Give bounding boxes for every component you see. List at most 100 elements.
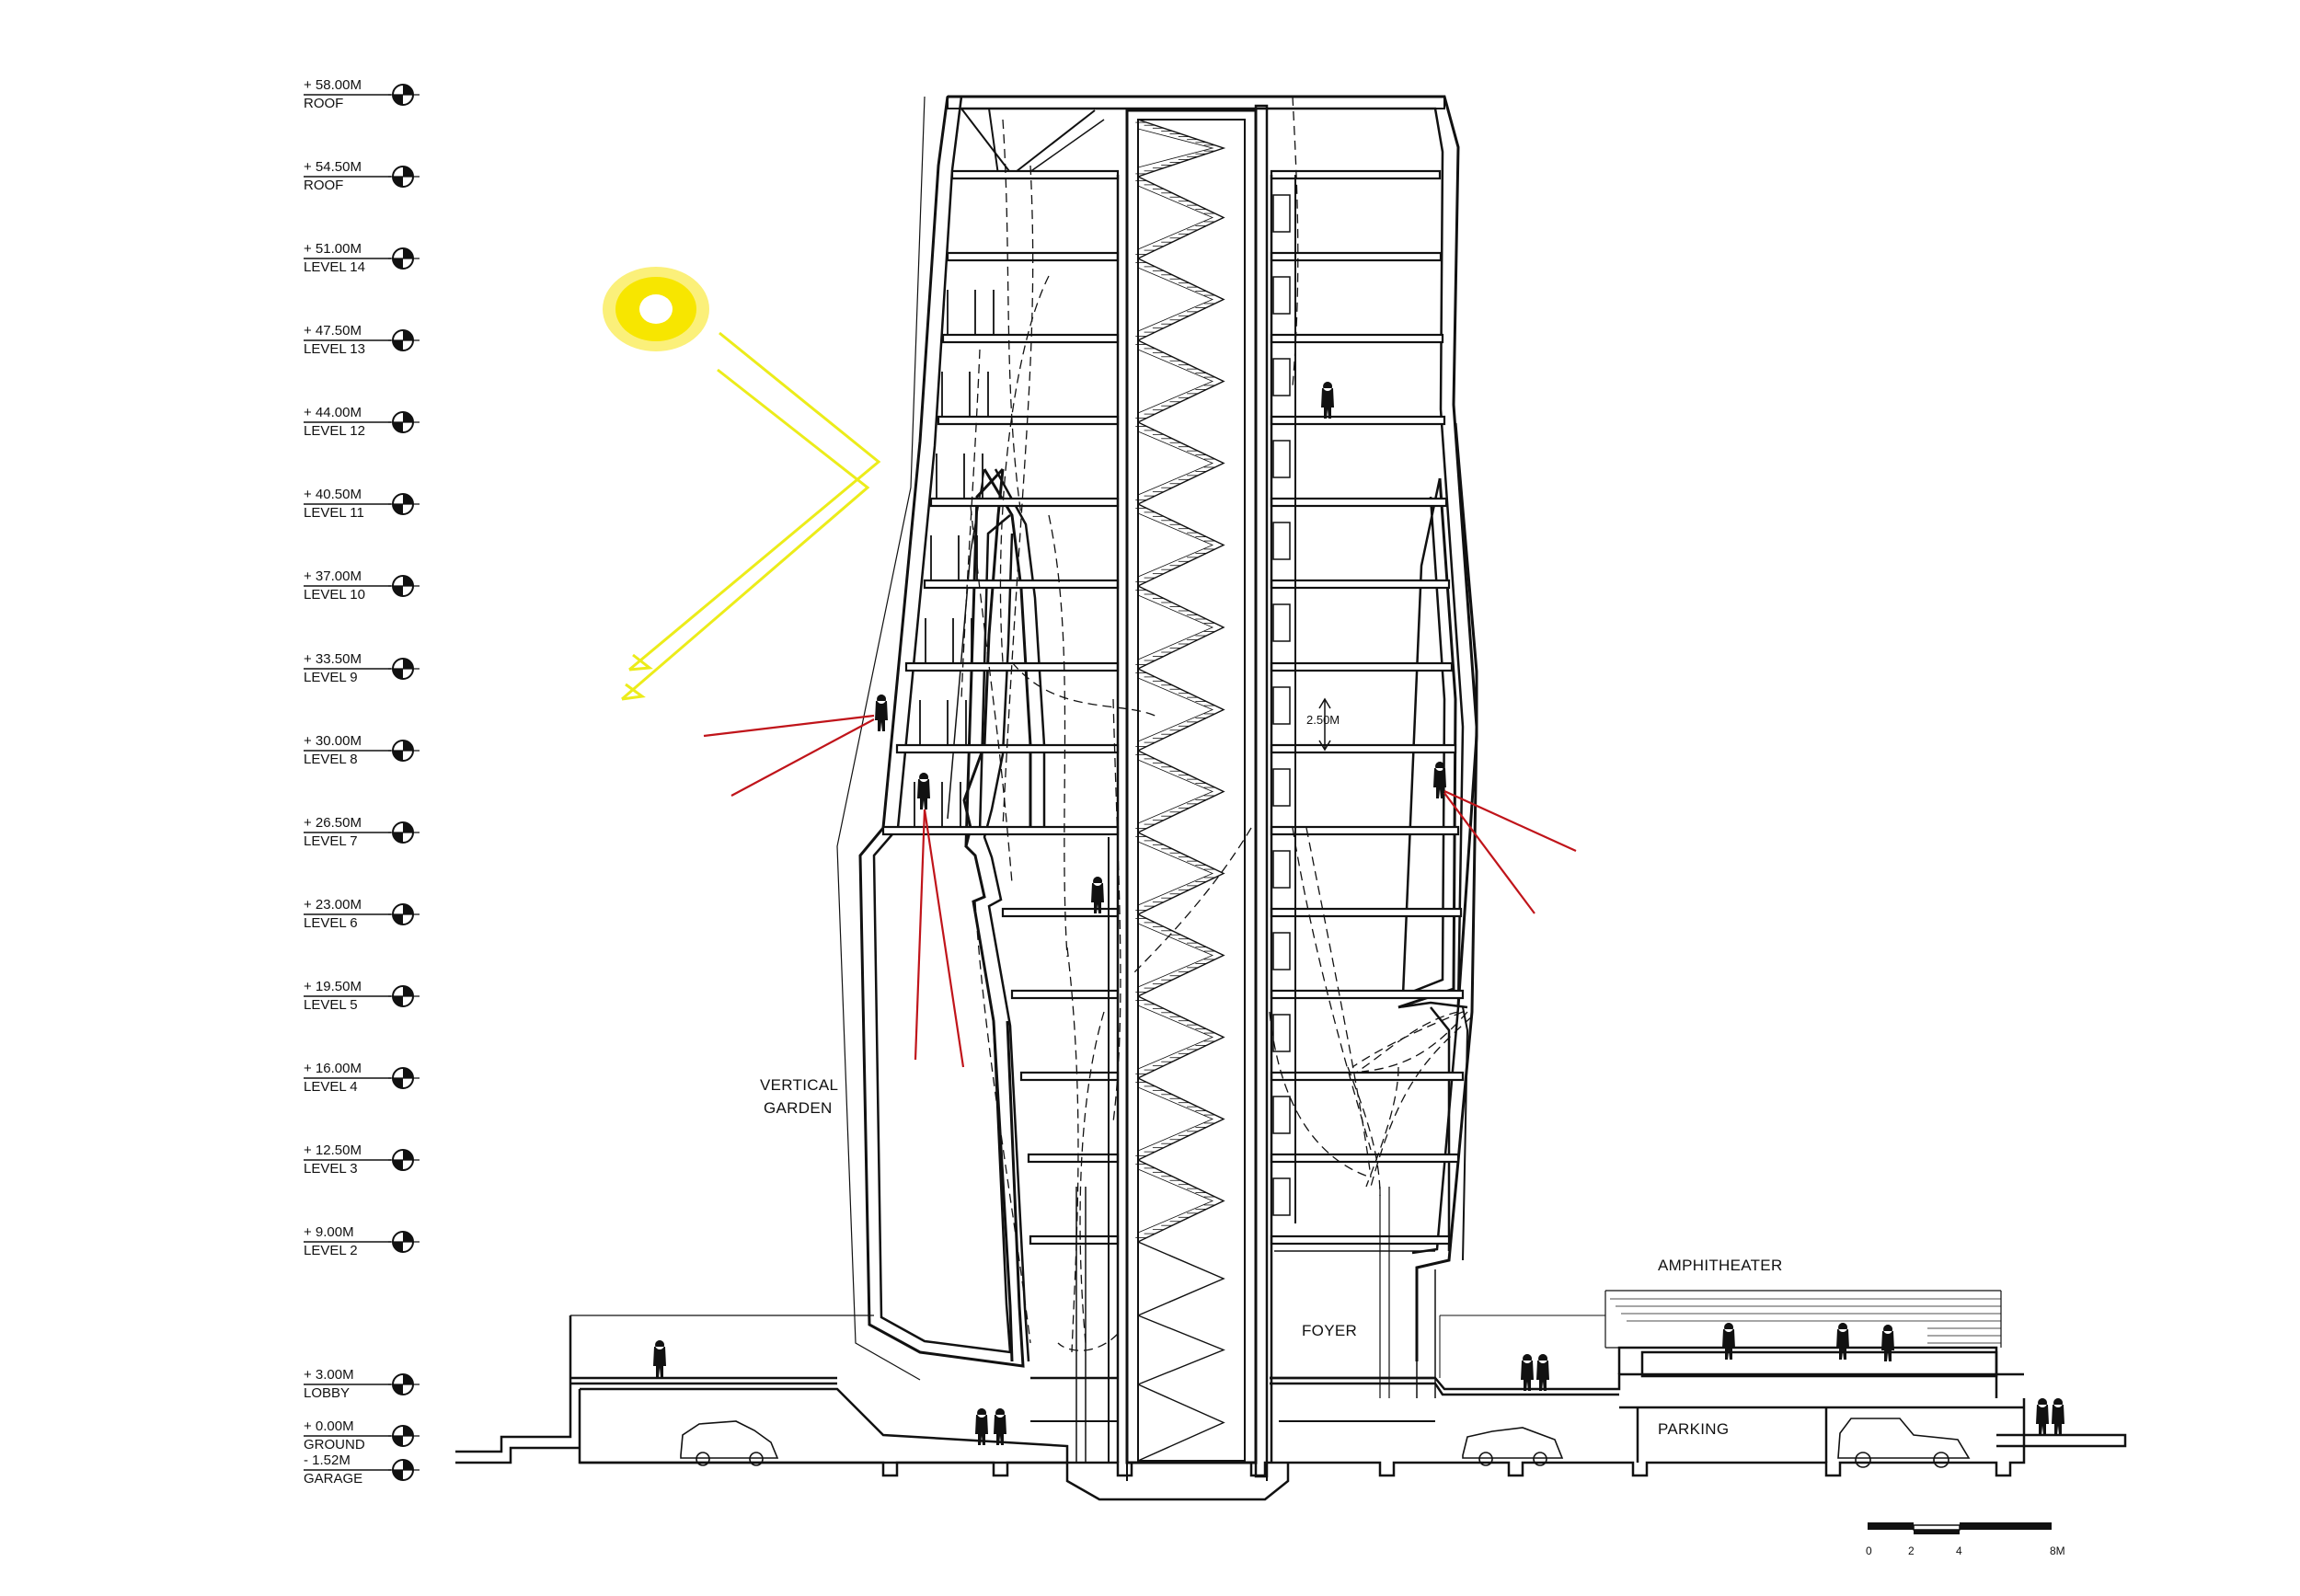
level-elevation: + 58.00M [304, 77, 362, 93]
person-icon [2036, 1398, 2049, 1435]
level-elevation: - 1.52M [304, 1452, 351, 1468]
floor-slab [881, 825, 1120, 836]
window-unit [1272, 194, 1291, 233]
person-icon [875, 695, 888, 731]
level-name: LEVEL 9 [304, 670, 358, 685]
level-elevation: + 16.00M [304, 1061, 362, 1076]
stair-run [1137, 1077, 1225, 1161]
dashed-lines [960, 96, 1473, 1353]
level-elevation: + 54.50M [304, 159, 362, 175]
level-name: LEVEL 8 [304, 752, 358, 767]
level-elevation: + 30.00M [304, 733, 362, 749]
level-elevation: + 26.50M [304, 815, 362, 831]
floor-slab [1029, 1234, 1120, 1246]
level-marker: + 12.50M LEVEL 3 [304, 1142, 420, 1177]
person-icon [917, 773, 930, 809]
floor-slab [950, 169, 1120, 180]
window-unit [1272, 1096, 1291, 1134]
person-icon [653, 1340, 666, 1377]
level-name: ROOF [304, 178, 343, 193]
level-name: LEVEL 13 [304, 341, 365, 357]
level-name: LEVEL 10 [304, 587, 365, 603]
floor-slab [1270, 415, 1446, 426]
level-marker: + 37.00M LEVEL 10 [304, 568, 420, 603]
window-unit [1272, 522, 1291, 560]
level-name: LEVEL 11 [304, 505, 364, 521]
car-icons [680, 1418, 1971, 1468]
amphitheater-label: AMPHITHEATER [1658, 1257, 1783, 1274]
window-unit [1272, 686, 1291, 725]
person-icon [1321, 382, 1334, 419]
floor-slab [1270, 907, 1463, 918]
scale-tick-4: 4 [1956, 1544, 1962, 1557]
level-name: GROUND [304, 1437, 365, 1452]
foyer-label: FOYER [1302, 1322, 1357, 1339]
floor-slab [1270, 661, 1454, 672]
people-silhouettes [653, 382, 2064, 1445]
level-elevation: + 3.00M [304, 1367, 354, 1383]
window-unit [1272, 276, 1291, 315]
person-icon [975, 1408, 988, 1445]
floor-slab [1270, 1071, 1465, 1082]
level-name: LEVEL 3 [304, 1161, 358, 1177]
stair-run [1137, 668, 1225, 752]
level-marker: + 44.00M LEVEL 12 [304, 405, 420, 439]
floor-slab [1270, 579, 1451, 590]
stair-run [1137, 1241, 1225, 1316]
floor-slab [1270, 989, 1465, 1000]
stair-core [1135, 119, 1226, 1462]
stair-run [1137, 995, 1225, 1079]
person-icon [1881, 1325, 1894, 1361]
floor-slab [929, 497, 1120, 508]
stair-run [1137, 1315, 1225, 1385]
level-name: GARAGE [304, 1471, 362, 1487]
level-marker: + 0.00M GROUND [304, 1418, 420, 1452]
person-icon [1536, 1354, 1549, 1391]
stair-run [1137, 119, 1226, 178]
window-unit [1272, 358, 1291, 396]
level-elevation: + 37.00M [304, 568, 362, 584]
stair-run [1137, 585, 1225, 670]
floor-slab [1270, 1153, 1460, 1164]
person-icon [1091, 877, 1104, 913]
floor-slab [1270, 333, 1444, 344]
level-name: LEVEL 6 [304, 915, 358, 931]
stair-run [1137, 503, 1225, 587]
window-unit [1272, 440, 1291, 478]
floor-slab [923, 579, 1120, 590]
floor-slab [941, 333, 1120, 344]
site-ground [455, 1290, 2127, 1501]
stair-run [1137, 339, 1225, 423]
level-marker: + 54.50M ROOF [304, 159, 420, 193]
sight-lines [703, 714, 1577, 1068]
level-elevation: + 12.50M [304, 1142, 362, 1158]
level-elevation: + 0.00M [304, 1418, 354, 1434]
floor-slab [1270, 825, 1460, 836]
scale-bar: 0 2 4 8M [1866, 1522, 2065, 1557]
core-walls [1030, 104, 1436, 1481]
level-name: LEVEL 12 [304, 423, 365, 439]
window-unit [1272, 768, 1291, 807]
level-marker: + 30.00M LEVEL 8 [304, 733, 420, 767]
sun-rays [621, 331, 881, 701]
window-unit [1272, 932, 1291, 970]
level-elevation: + 44.00M [304, 405, 362, 420]
floor-height-label: 2.50M [1306, 713, 1340, 727]
floor-slab [1027, 1153, 1120, 1164]
parking-label: PARKING [1658, 1420, 1729, 1438]
person-icon [1433, 762, 1446, 798]
stair-run [1137, 1159, 1225, 1243]
floor-slab [1270, 251, 1443, 262]
level-name: LEVEL 4 [304, 1079, 358, 1095]
